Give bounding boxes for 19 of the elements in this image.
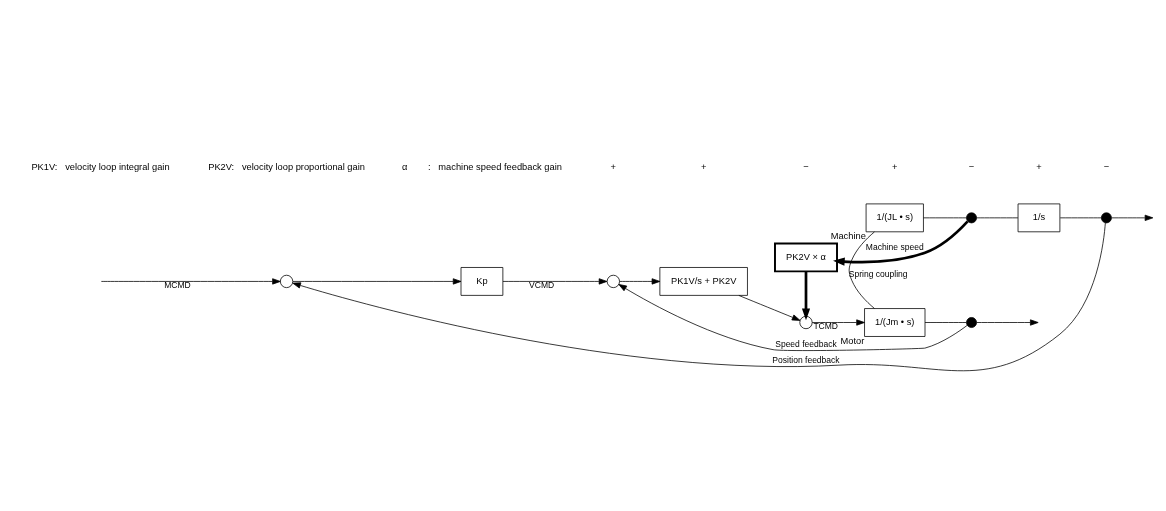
node-label: Motor [840, 335, 865, 346]
edge-label: TCMD [813, 320, 839, 331]
edge-label: Speed feedback [775, 338, 837, 349]
label: α : machine speed feedback gain [401, 161, 562, 172]
node-label: Machine [830, 230, 866, 241]
label: PK2V: velocity loop proportional gain [208, 161, 365, 172]
edge-label: Machine speed [865, 241, 924, 252]
label: − [968, 161, 975, 172]
label: + [700, 161, 707, 172]
edge-label: Position feedback [772, 354, 840, 365]
label: − [803, 161, 809, 172]
label: + [1036, 161, 1042, 172]
label: PK1V: velocity loop integral gain [31, 161, 170, 172]
edge-label: Spring coupling [848, 268, 908, 279]
label: + [892, 161, 898, 172]
label: − [1103, 161, 1110, 172]
label: + [610, 161, 617, 172]
edge-label: MCMD [164, 279, 191, 290]
edge-label: VCMD [529, 279, 555, 290]
